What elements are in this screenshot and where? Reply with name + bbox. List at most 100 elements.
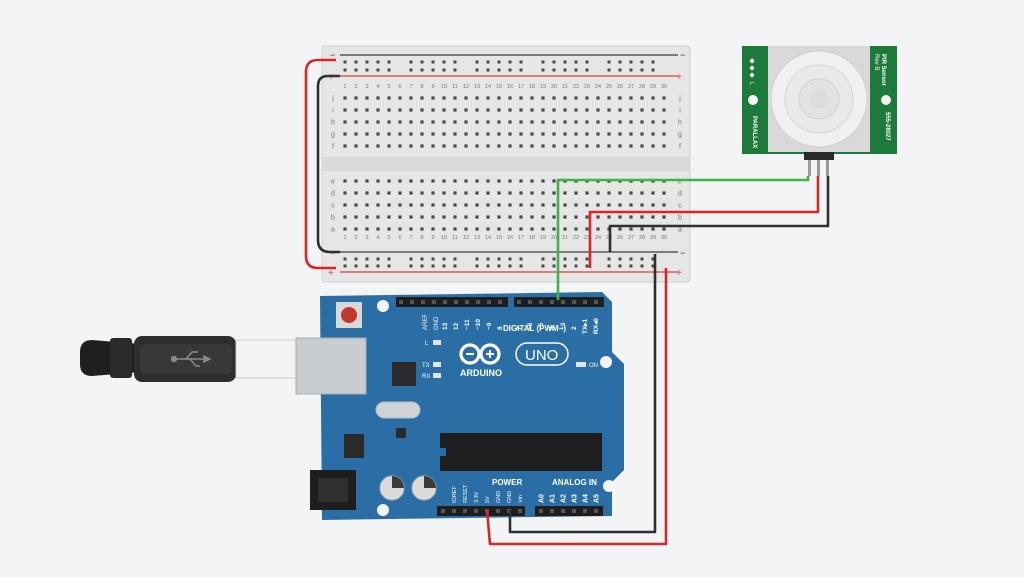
breadboard-hole[interactable] bbox=[486, 120, 490, 124]
rail-hole[interactable] bbox=[343, 264, 347, 268]
breadboard-hole[interactable] bbox=[541, 203, 545, 207]
breadboard-hole[interactable] bbox=[453, 108, 457, 112]
breadboard-hole[interactable] bbox=[453, 227, 457, 231]
rail-hole[interactable] bbox=[365, 257, 369, 261]
breadboard-hole[interactable] bbox=[629, 203, 633, 207]
rail-hole[interactable] bbox=[607, 257, 611, 261]
breadboard-hole[interactable] bbox=[442, 203, 446, 207]
breadboard-hole[interactable] bbox=[387, 120, 391, 124]
header-pin[interactable] bbox=[476, 300, 480, 304]
breadboard-hole[interactable] bbox=[651, 191, 655, 195]
breadboard-hole[interactable] bbox=[662, 96, 666, 100]
breadboard-hole[interactable] bbox=[464, 108, 468, 112]
breadboard-hole[interactable] bbox=[530, 215, 534, 219]
breadboard-hole[interactable] bbox=[563, 215, 567, 219]
breadboard-hole[interactable] bbox=[662, 108, 666, 112]
header-pin[interactable] bbox=[410, 300, 414, 304]
breadboard-hole[interactable] bbox=[442, 144, 446, 148]
rail-hole[interactable] bbox=[442, 257, 446, 261]
breadboard-hole[interactable] bbox=[508, 132, 512, 136]
breadboard-hole[interactable] bbox=[508, 227, 512, 231]
breadboard-hole[interactable] bbox=[618, 144, 622, 148]
breadboard-hole[interactable] bbox=[354, 144, 358, 148]
breadboard-hole[interactable] bbox=[640, 191, 644, 195]
header-pin[interactable] bbox=[550, 509, 554, 513]
breadboard-hole[interactable] bbox=[464, 179, 468, 183]
rail-hole[interactable] bbox=[585, 60, 589, 64]
rail-hole[interactable] bbox=[574, 264, 578, 268]
rail-hole[interactable] bbox=[475, 60, 479, 64]
rail-hole[interactable] bbox=[486, 60, 490, 64]
breadboard-hole[interactable] bbox=[640, 144, 644, 148]
rail-hole[interactable] bbox=[640, 257, 644, 261]
breadboard-hole[interactable] bbox=[662, 191, 666, 195]
rail-hole[interactable] bbox=[508, 60, 512, 64]
breadboard-hole[interactable] bbox=[585, 96, 589, 100]
breadboard-hole[interactable] bbox=[574, 215, 578, 219]
rail-hole[interactable] bbox=[618, 257, 622, 261]
rail-hole[interactable] bbox=[453, 264, 457, 268]
rail-hole[interactable] bbox=[409, 60, 413, 64]
rail-hole[interactable] bbox=[343, 257, 347, 261]
breadboard-hole[interactable] bbox=[387, 108, 391, 112]
breadboard-hole[interactable] bbox=[442, 227, 446, 231]
breadboard-hole[interactable] bbox=[640, 120, 644, 124]
breadboard-hole[interactable] bbox=[519, 96, 523, 100]
rail-hole[interactable] bbox=[486, 257, 490, 261]
breadboard-hole[interactable] bbox=[431, 96, 435, 100]
header-pin[interactable] bbox=[572, 300, 576, 304]
header-pin[interactable] bbox=[594, 509, 598, 513]
rail-hole[interactable] bbox=[387, 257, 391, 261]
breadboard-hole[interactable] bbox=[354, 203, 358, 207]
breadboard-hole[interactable] bbox=[651, 108, 655, 112]
rail-hole[interactable] bbox=[629, 264, 633, 268]
breadboard-hole[interactable] bbox=[497, 96, 501, 100]
rail-hole[interactable] bbox=[409, 68, 413, 72]
breadboard-hole[interactable] bbox=[464, 120, 468, 124]
breadboard-hole[interactable] bbox=[497, 191, 501, 195]
breadboard-hole[interactable] bbox=[420, 203, 424, 207]
breadboard-hole[interactable] bbox=[618, 132, 622, 136]
breadboard-hole[interactable] bbox=[409, 215, 413, 219]
breadboard-hole[interactable] bbox=[420, 120, 424, 124]
breadboard-hole[interactable] bbox=[585, 215, 589, 219]
rail-hole[interactable] bbox=[629, 257, 633, 261]
breadboard-hole[interactable] bbox=[354, 132, 358, 136]
breadboard-hole[interactable] bbox=[486, 227, 490, 231]
breadboard-hole[interactable] bbox=[530, 191, 534, 195]
rail-hole[interactable] bbox=[629, 68, 633, 72]
breadboard-hole[interactable] bbox=[442, 215, 446, 219]
breadboard-hole[interactable] bbox=[398, 108, 402, 112]
rail-hole[interactable] bbox=[365, 264, 369, 268]
rail-hole[interactable] bbox=[497, 60, 501, 64]
breadboard-hole[interactable] bbox=[387, 132, 391, 136]
wire-red-rail-jumper[interactable] bbox=[304, 58, 336, 270]
rail-hole[interactable] bbox=[343, 68, 347, 72]
header-pin[interactable] bbox=[550, 300, 554, 304]
breadboard-hole[interactable] bbox=[607, 203, 611, 207]
breadboard-hole[interactable] bbox=[596, 108, 600, 112]
breadboard-hole[interactable] bbox=[618, 203, 622, 207]
breadboard-hole[interactable] bbox=[376, 96, 380, 100]
breadboard-hole[interactable] bbox=[431, 227, 435, 231]
breadboard-hole[interactable] bbox=[343, 191, 347, 195]
breadboard-hole[interactable] bbox=[453, 96, 457, 100]
breadboard-hole[interactable] bbox=[574, 132, 578, 136]
breadboard-hole[interactable] bbox=[519, 179, 523, 183]
breadboard-hole[interactable] bbox=[464, 215, 468, 219]
breadboard-hole[interactable] bbox=[453, 215, 457, 219]
breadboard-hole[interactable] bbox=[354, 108, 358, 112]
breadboard-hole[interactable] bbox=[640, 215, 644, 219]
breadboard-hole[interactable] bbox=[530, 227, 534, 231]
breadboard-hole[interactable] bbox=[497, 144, 501, 148]
breadboard-hole[interactable] bbox=[541, 227, 545, 231]
header-pin[interactable] bbox=[441, 509, 445, 513]
rail-hole[interactable] bbox=[519, 68, 523, 72]
breadboard-hole[interactable] bbox=[486, 215, 490, 219]
breadboard-hole[interactable] bbox=[596, 215, 600, 219]
rail-hole[interactable] bbox=[574, 60, 578, 64]
breadboard-hole[interactable] bbox=[618, 120, 622, 124]
breadboard-hole[interactable] bbox=[629, 108, 633, 112]
rail-hole[interactable] bbox=[486, 68, 490, 72]
rail-hole[interactable] bbox=[618, 264, 622, 268]
